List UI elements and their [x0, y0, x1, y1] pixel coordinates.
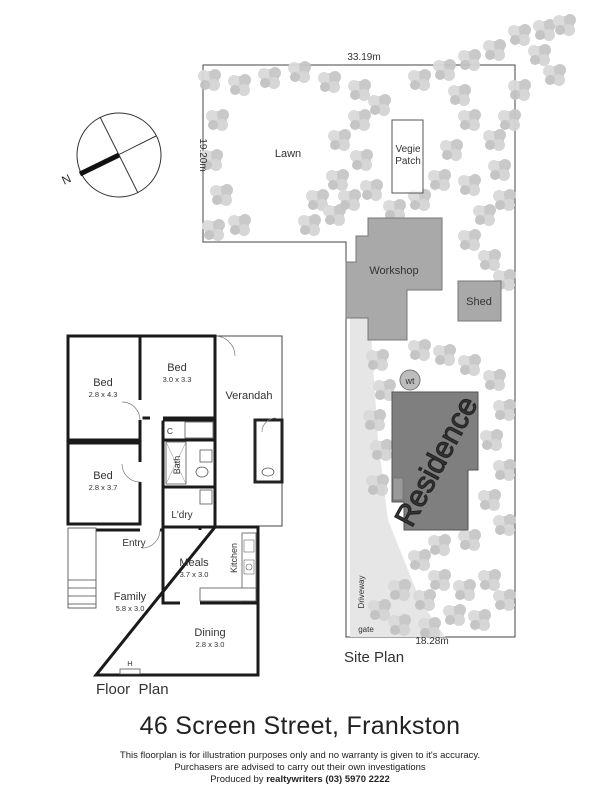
workshop: [345, 217, 443, 341]
bed2-label: Bed: [167, 362, 187, 374]
water-tank-label: wt: [405, 376, 415, 386]
residence-steps: [392, 477, 404, 501]
dining-label: Dining: [194, 627, 225, 639]
water-tank: [399, 369, 421, 391]
produced-prefix: Produced by: [210, 774, 267, 785]
entry-label: Entry: [122, 538, 145, 549]
heater-label: H: [127, 659, 132, 668]
bed2-size: 3.0 x 3.3: [163, 375, 192, 384]
bath-label: Bath: [172, 456, 182, 475]
vegie-label-1: Vegie: [395, 144, 420, 155]
site-plan-title: Site Plan: [344, 649, 404, 666]
residence: [391, 391, 479, 531]
site-boundary: [202, 64, 516, 638]
workshop-label: Workshop: [369, 265, 418, 277]
vegie-label-2: Patch: [395, 156, 421, 167]
kitchen-label: Kitchen: [229, 543, 239, 573]
bed1-size: 2.8 x 4.3: [89, 390, 118, 399]
producer-name: realtywriters (03) 5970 2222: [266, 774, 390, 785]
site-dim-top: 33.19m: [347, 52, 380, 63]
driveway: [350, 318, 445, 637]
entry-stairs: [67, 527, 97, 609]
site-dim-left: 19.20m: [197, 138, 208, 171]
property-address: 46 Screen Street, Frankston: [139, 712, 461, 740]
produced-by: Produced by realtywriters (03) 5970 2222: [0, 774, 600, 785]
bed3-walls: [66, 441, 142, 526]
vegie-patch: [391, 119, 424, 194]
dining-size: 2.8 x 3.0: [196, 640, 225, 649]
disclaimer-line-1: This floorplan is for illustration purpo…: [119, 750, 481, 761]
bed1-label: Bed: [93, 377, 113, 389]
site-dim-bottom: 18.28m: [415, 636, 448, 647]
floor-plan: Bed 2.8 x 4.3 Bed 3.0 x 3.3 Verandah C B…: [66, 334, 284, 698]
compass-north: N: [59, 171, 73, 187]
c-label: C: [167, 426, 173, 436]
verandah-label: Verandah: [225, 390, 272, 402]
verandah: [214, 335, 283, 527]
bed1-walls: [66, 334, 142, 442]
bed3-size: 2.8 x 3.7: [89, 483, 118, 492]
shed: [457, 280, 502, 322]
driveway-label: Driveway: [357, 576, 366, 609]
ldry-label: L'dry: [171, 510, 192, 521]
site-plan: 33.19m 19.20m 18.28m Lawn Vegie Patch Wo…: [197, 14, 576, 666]
bed2-walls: [140, 334, 217, 420]
meals-size: 3.7 x 3.0: [180, 570, 209, 579]
floor-plan-title: Floor Plan: [96, 681, 169, 698]
bed3-label: Bed: [93, 470, 113, 482]
disclaimer-line-2: Purchasers are advised to carry out thei…: [174, 762, 426, 773]
family-size: 5.8 x 3.0: [116, 604, 145, 613]
compass: N: [59, 112, 162, 198]
lawn-label: Lawn: [275, 148, 301, 160]
meals-label: Meals: [179, 557, 209, 569]
gate-label: gate: [358, 625, 374, 634]
family-label: Family: [114, 591, 147, 603]
shed-label: Shed: [466, 296, 492, 308]
heater: [119, 668, 141, 675]
